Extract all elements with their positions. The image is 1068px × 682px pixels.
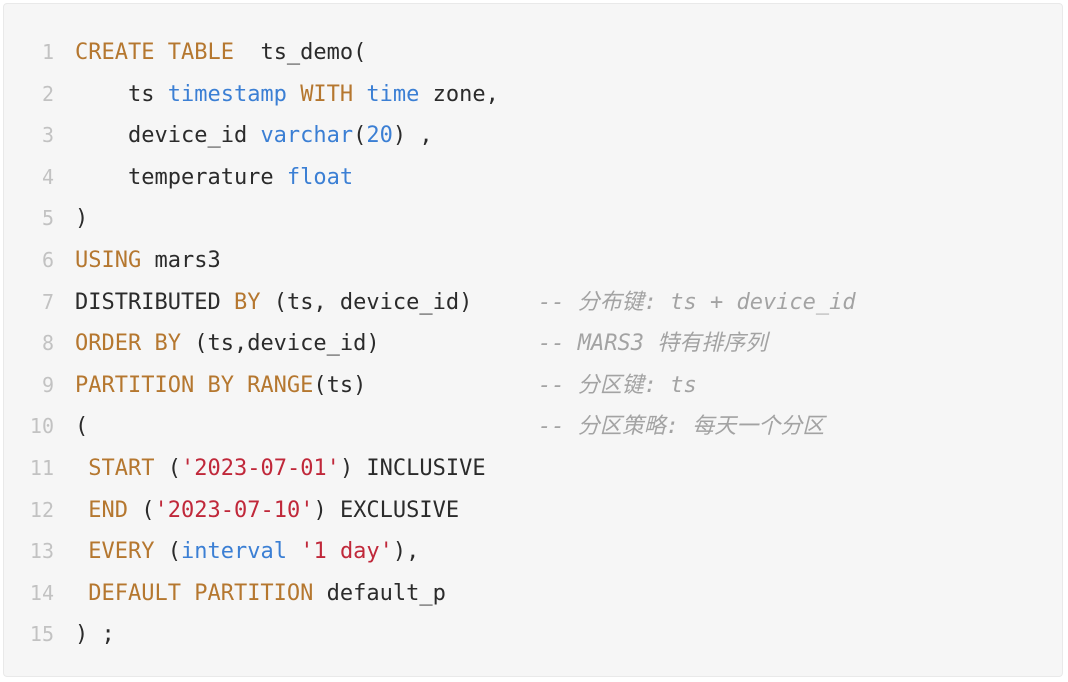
code-text: USING mars3 [75, 240, 221, 282]
code-comment: -- 分区策略: 每天一个分区 [538, 414, 825, 440]
plain-token: ( [154, 455, 181, 481]
plain-token: DISTRIBUTED [75, 289, 234, 315]
keyword-token: EVERY [88, 539, 155, 565]
plain-token: default_p [313, 580, 446, 606]
plain-token: ( [353, 123, 367, 149]
code-line: 9 PARTITION BY RANGE(ts) -- 分区键: ts [4, 365, 1062, 407]
keyword-token: PARTITION BY RANGE [75, 372, 314, 398]
type-token: time [366, 81, 420, 107]
code-line: 11 START ('2023-07-01') INCLUSIVE [4, 448, 1062, 490]
code-line: 6 USING mars3 [4, 240, 1062, 282]
plain-token: ( [128, 497, 155, 523]
code-line: 7 DISTRIBUTED BY (ts, device_id) -- 分布键: t… [4, 282, 1062, 324]
plain-token: ( [154, 539, 181, 565]
plain-token: (ts) [313, 372, 367, 398]
line-number: 8 [41, 331, 54, 356]
line-number: 2 [41, 81, 54, 106]
code-text: ) [75, 198, 88, 240]
code-text: START ('2023-07-01') INCLUSIVE [75, 448, 486, 490]
line-number: 14 [29, 580, 54, 605]
plain-token: device_id [75, 123, 261, 149]
code-line: 14 DEFAULT PARTITION default_p [4, 573, 1062, 615]
plain-token: ), [392, 539, 420, 565]
code-text: device_id varchar(20) , [75, 115, 433, 157]
code-text: PARTITION BY RANGE(ts) [75, 365, 366, 407]
code-line: 3 device_id varchar(20) , [4, 115, 1062, 157]
line-number: 13 [29, 539, 54, 564]
plain-token [353, 82, 366, 107]
code-line: 13 EVERY (interval '1 day'), [4, 531, 1062, 573]
line-number: 6 [41, 247, 54, 272]
plain-token: ) INCLUSIVE [339, 455, 486, 481]
plain-token: ts_demo( [233, 40, 367, 65]
code-line: 2 ts timestamp WITH time zone, [4, 74, 1062, 116]
plain-token [287, 539, 300, 564]
line-number: 4 [41, 164, 54, 189]
keyword-token: START [88, 455, 155, 481]
plain-token: ) [75, 206, 89, 232]
line-number: 5 [41, 206, 54, 231]
plain-token: ) ; [75, 622, 115, 648]
line-number: 12 [29, 497, 54, 522]
type-token: timestamp [167, 81, 287, 107]
code-line: 10 ( -- 分区策略: 每天一个分区 [4, 406, 1062, 448]
line-number: 1 [41, 40, 54, 64]
plain-token [75, 539, 88, 564]
string-token: '2023-07-10' [154, 497, 314, 523]
line-number: 15 [29, 622, 54, 647]
code-text: CREATE TABLE ts_demo( [75, 32, 366, 74]
code-text: ( [75, 406, 88, 448]
code-line: 15 ) ; [4, 614, 1062, 656]
line-number: 9 [41, 372, 54, 397]
code-text: ts timestamp WITH time zone, [75, 74, 499, 116]
code-text: DISTRIBUTED BY (ts, device_id) [75, 282, 472, 324]
plain-token: zone, [419, 81, 499, 107]
line-number: 11 [29, 455, 54, 480]
code-line: 12 END ('2023-07-10') EXCLUSIVE [4, 490, 1062, 532]
keyword-token: WITH [300, 81, 354, 107]
string-token: '2023-07-01' [180, 455, 340, 481]
code-line: 1 CREATE TABLE ts_demo( [4, 32, 1062, 74]
code-line: 5) [4, 198, 1062, 240]
plain-token: (ts,device_id) [180, 331, 380, 357]
code-text: temperature float [75, 157, 353, 199]
plain-token: mars3 [141, 247, 221, 273]
type-token: varchar [260, 123, 354, 149]
type-token: float [286, 164, 354, 190]
code-line: 8 ORDER BY (ts,device_id) -- MARS3 特有排序列 [4, 323, 1062, 365]
plain-token [75, 456, 88, 481]
line-number: 7 [41, 289, 54, 314]
code-comment: -- 分区键: ts [538, 372, 697, 398]
plain-token [75, 498, 88, 523]
keyword-token: ORDER BY [75, 331, 181, 357]
type-token: interval [180, 539, 287, 565]
code-text: DEFAULT PARTITION default_p [75, 573, 446, 615]
code-line: 4 temperature float [4, 157, 1062, 199]
string-token: '1 day' [300, 539, 393, 565]
code-text: ORDER BY (ts,device_id) [75, 323, 380, 365]
keyword-token: CREATE TABLE [75, 40, 234, 65]
code-comment: -- MARS3 特有排序列 [538, 331, 768, 357]
plain-token [75, 581, 88, 606]
plain-token: temperature [75, 164, 287, 190]
keyword-token: BY [233, 289, 261, 315]
plain-token: ) EXCLUSIVE [313, 497, 460, 523]
plain-token [287, 82, 300, 107]
plain-token: ( [75, 414, 89, 440]
plain-token: ) , [392, 123, 433, 149]
code-comment: -- 分布键: ts + device_id [538, 289, 856, 315]
number-token: 20 [366, 123, 393, 149]
line-number: 10 [29, 414, 54, 439]
plain-token: ts [75, 81, 168, 107]
line-number: 3 [41, 123, 54, 148]
code-text: ) ; [75, 614, 115, 656]
code-text: EVERY (interval '1 day'), [75, 531, 419, 573]
keyword-token: END [88, 497, 128, 523]
plain-token: (ts, device_id) [260, 289, 473, 315]
keyword-token: DEFAULT PARTITION [88, 580, 314, 606]
keyword-token: USING [75, 247, 142, 273]
code-text: END ('2023-07-10') EXCLUSIVE [75, 490, 459, 532]
